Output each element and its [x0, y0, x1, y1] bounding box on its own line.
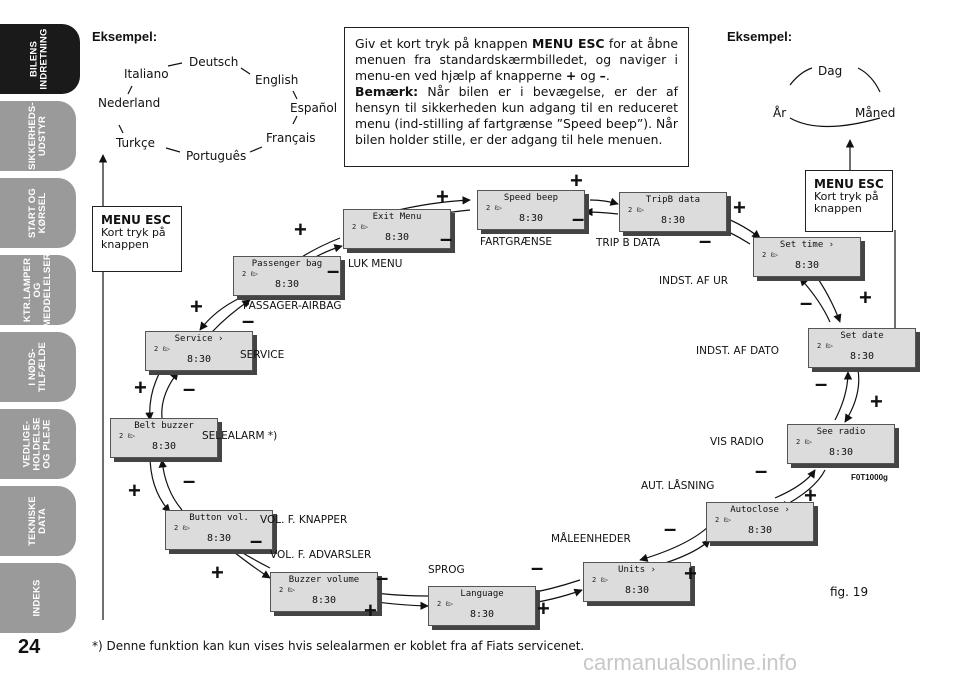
language-espanol: Español	[290, 101, 338, 115]
minus-sign: –	[250, 528, 263, 553]
display-service: Service ›2 ℓ▷8:30	[145, 331, 257, 375]
tab-ktr-lamper[interactable]: KTR.LAMPER OG MEDDELELSER	[0, 253, 76, 327]
tab-sikkerhedsudstyr[interactable]: SIKKERHEDS- UDSTYR	[0, 101, 76, 171]
minus-sign: –	[183, 376, 196, 401]
language-deutsch: Deutsch	[189, 55, 239, 69]
language-portugues: Português	[186, 149, 247, 163]
plus-sign: +	[870, 389, 883, 414]
label-vis-radio: VIS RADIO	[710, 436, 764, 448]
minus-sign: –	[440, 226, 453, 251]
label-vol-advarsler: VOL. F. ADVARSLER	[270, 549, 372, 561]
minus-sign: –	[699, 228, 712, 253]
language-italiano: Italiano	[124, 67, 169, 81]
example-heading-left: Eksempel:	[92, 29, 158, 44]
instruction-box: Giv et kort tryk på knappen MENU ESC for…	[344, 27, 689, 167]
plus-sign: +	[804, 483, 817, 508]
minus-sign: –	[815, 371, 828, 396]
minus-sign: –	[327, 258, 340, 283]
note-text: Når bilen er i bevægelse, er der af hens…	[355, 84, 678, 147]
language-nederland: Nederland	[98, 96, 161, 110]
label-indst-ur: INDST. AF UR	[659, 275, 729, 287]
plus-sign: +	[134, 375, 147, 400]
tab-start-og-korsel[interactable]: START OG KØRSEL	[0, 178, 76, 248]
tab-tekniske-data[interactable]: TEKNISKE DATA	[0, 486, 76, 556]
menu-esc-box-left: MENU ESC Kort tryk på knappen	[92, 206, 182, 272]
label-sprog: SPROG	[428, 564, 465, 576]
label-aut-lasning: AUT. LÅSNING	[641, 480, 715, 492]
display-set-time: Set time ›2 ℓ▷8:30	[753, 237, 865, 281]
language-turkce: Turkçe	[116, 136, 155, 150]
figure-label: fig. 19	[830, 585, 869, 599]
label-trip-b-data: TRIP B DATA	[596, 237, 661, 249]
watermark: carmanualsonline.info	[583, 650, 798, 675]
plus-sign: +	[211, 560, 224, 585]
minus-sign: –	[376, 565, 389, 590]
label-maleenheder: MÅLEENHEDER	[551, 533, 631, 545]
minus-sign: –	[242, 308, 255, 333]
label-passager-airbag: PASSAGER-AIRBAG	[243, 300, 342, 312]
tab-indeks[interactable]: INDEKS	[0, 563, 76, 633]
plus-sign: +	[294, 217, 307, 242]
minus-sign: –	[531, 555, 544, 580]
display-units: Units ›2 ℓ▷8:30	[583, 562, 695, 606]
plus-sign: +	[364, 598, 377, 623]
plus-sign: +	[684, 561, 697, 586]
label-indst-dato: INDST. AF DATO	[696, 345, 780, 357]
label-service: SERVICE	[240, 349, 285, 361]
label-vol-knapper: VOL. F. KNAPPER	[260, 514, 348, 526]
instruction-text-3: og	[576, 68, 600, 83]
display-button-vol: Button vol.2 ℓ▷8:30	[165, 510, 277, 554]
note-label: Bemærk:	[355, 84, 419, 99]
minus-sign: –	[755, 458, 768, 483]
date-item-dag: Dag	[818, 64, 843, 78]
footnote: *) Denne funktion kan kun vises hvis sel…	[92, 639, 585, 653]
instruction-text: Giv et kort tryk på knappen	[355, 36, 533, 51]
minus-sign: –	[572, 206, 585, 231]
menu-esc-key: MENU ESC	[532, 36, 605, 51]
date-item-ar: År	[773, 106, 787, 120]
instruction-text-2: for at åbne menuen fra standardskærmbill…	[355, 36, 678, 83]
plus-sign: +	[436, 184, 449, 209]
label-luk-menu: LUK MENU	[348, 258, 403, 270]
tab-bilens-indretning[interactable]: BILENS INDRETNING	[0, 24, 80, 94]
figure-code: F0T1000g	[851, 473, 888, 482]
date-item-maned: Måned	[855, 106, 896, 120]
display-autoclose: Autoclose ›2 ℓ▷8:30	[706, 502, 818, 546]
label-selealarm: SELEALARM *)	[202, 430, 278, 442]
example-heading-right: Eksempel:	[727, 29, 793, 44]
instruction-text-4: .	[605, 68, 610, 83]
plus-sign: +	[733, 195, 746, 220]
plus-sign: +	[537, 596, 550, 621]
minus-key: –	[599, 68, 606, 83]
plus-sign: +	[128, 478, 141, 503]
plus-sign: +	[190, 294, 203, 319]
label-fartgraense: FARTGRÆNSE	[480, 236, 553, 248]
plus-sign: +	[859, 285, 872, 310]
minus-sign: –	[800, 290, 813, 315]
minus-sign: –	[183, 468, 196, 493]
language-english: English	[255, 73, 299, 87]
tab-i-nodstilfaelde[interactable]: I NØDS- TILFÆLDE	[0, 332, 76, 402]
page-number: 24	[18, 636, 41, 658]
plus-sign: +	[570, 168, 583, 193]
menu-esc-box-right: MENU ESC Kort tryk på knappen	[805, 170, 893, 232]
tab-vedligeholdelse[interactable]: VEDLIGE- HOLDELSE OG PLEJE	[0, 409, 76, 479]
plus-key: +	[565, 68, 577, 83]
minus-sign: –	[664, 516, 677, 541]
language-francais: Français	[266, 131, 316, 145]
